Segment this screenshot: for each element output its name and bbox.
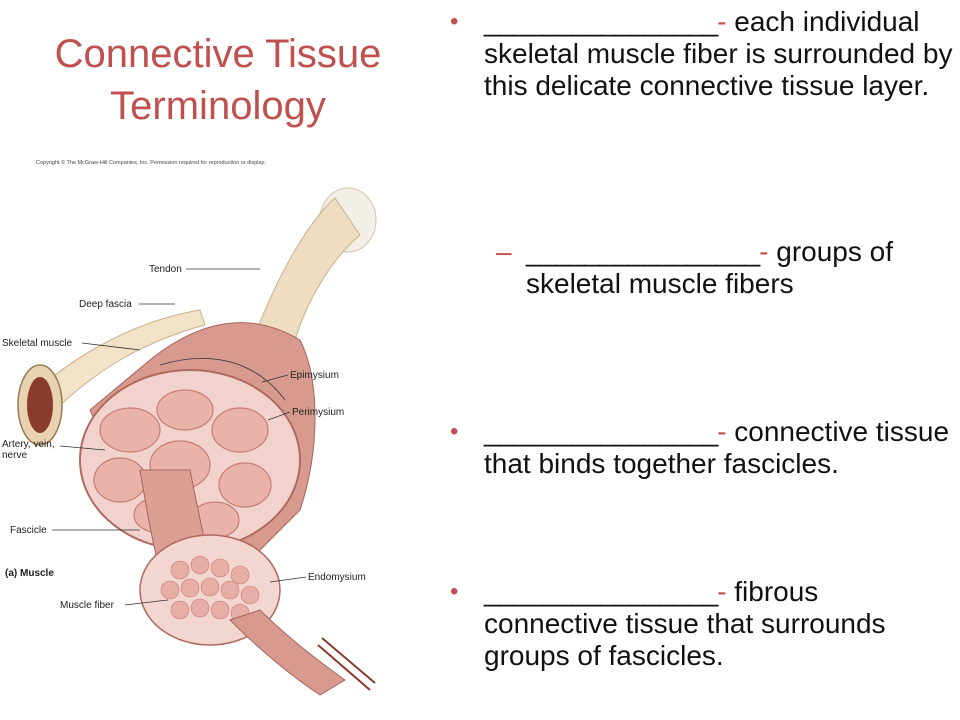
label-muscle-fiber: Muscle fiber [60,600,115,611]
label-skeletal-muscle: Skeletal muscle [2,338,72,349]
bullet-list: • ________________- each individual skel… [450,6,955,672]
slide-title: Connective Tissue Terminology [18,28,418,132]
leader-perimysium [267,411,291,421]
bullet-dot: • [450,578,459,605]
title-line-1: Connective Tissue [54,32,382,76]
muscle-fiber-ends [160,555,260,623]
answer-dash: - [717,6,727,37]
bullet-epimysium: • ________________- fibrous connective t… [450,576,955,672]
cut-muscle-core [27,377,53,433]
bullet-fascicle: – ________________- groups of skeletal m… [450,236,955,416]
answer-blank: ________________ [526,236,760,267]
answer-dash: - [717,576,727,607]
fiber-strands [317,637,376,691]
bullet-dot: • [450,8,459,35]
muscle-fiber-bundle [229,609,346,696]
label-epimysium: Epimysium [290,370,339,381]
bullet-text: fibrous connective tissue that surrounds… [484,576,886,671]
answer-blank: ________________ [484,576,718,607]
label-endomysium: Endomysium [308,572,366,583]
bullet-dot: • [450,418,459,445]
leader-endomysium [269,576,307,583]
bullet-text: each individual skeletal muscle fiber is… [484,6,953,101]
bullet-perimysium: • ________________- connective tissue th… [450,416,955,576]
leader-artery-vein [59,445,106,451]
sub-bullet-dash: – [496,236,512,267]
bullet-text: groups of skeletal muscle fibers [526,236,894,299]
answer-blank: ________________ [484,416,718,447]
deep-fascia [24,309,206,416]
title-line-2: Terminology [110,84,326,128]
leader-muscle-fiber [124,599,169,606]
answer-blank: ________________ [484,6,718,37]
label-artery-vein-1: Artery, vein, [2,439,55,450]
label-panel-a: (a) Muscle [5,568,54,579]
answer-dash: - [717,416,727,447]
bullet-endomysium: • ________________- each individual skel… [450,6,955,236]
answer-dash: - [759,236,769,267]
bullet-text: connective tissue that binds together fa… [484,416,950,479]
label-perimysium: Perimysium [292,407,344,418]
label-fascicle: Fascicle [10,525,47,536]
tendon [254,197,361,361]
label-tendon: Tendon [149,264,182,275]
label-artery-vein-2: nerve [2,450,27,461]
copyright-notice: Copyright © The McGraw-Hill Companies, I… [36,159,266,166]
leader-epimysium [261,374,289,383]
label-deep-fascia: Deep fascia [79,299,132,310]
leader-skeletal-muscle [81,342,141,351]
muscle-anatomy-figure: Copyright © The McGraw-Hill Companies, I… [2,159,377,696]
